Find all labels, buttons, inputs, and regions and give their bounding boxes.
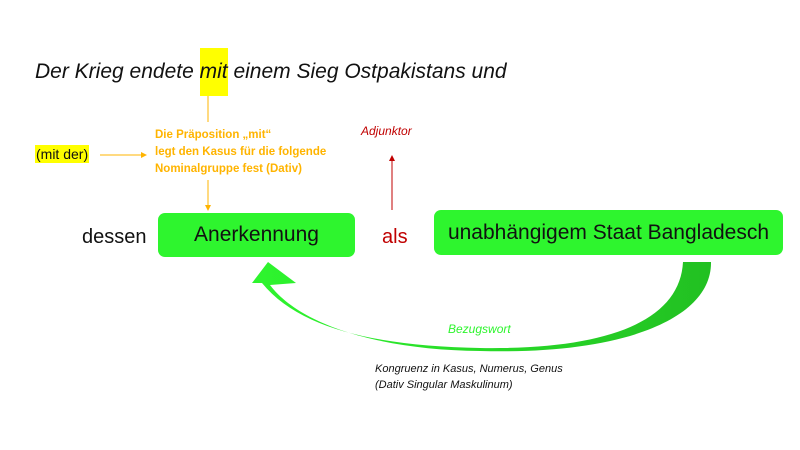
example-sentence: Der Krieg endete mit einem Sieg Ostpakis… [35,48,507,96]
preposition-note: Die Präposition „mit“legt den Kasus für … [155,129,327,175]
adjunktor-label: Adjunktor [361,124,412,138]
bezugswort-curved-arrow [252,262,712,352]
dessen-word: dessen [82,226,147,248]
kongruenz-note: Kongruenz in Kasus, Numerus, Genus(Dativ… [375,363,563,391]
bangladesch-box: unabhängigem Staat Bangladesch [434,210,783,255]
mit-der-label: (mit der) [35,145,90,163]
highlighted-preposition: mit [199,48,228,96]
als-word: als [382,226,408,248]
bezugswort-label: Bezugswort [448,322,511,336]
anerkennung-box: Anerkennung [158,213,355,257]
